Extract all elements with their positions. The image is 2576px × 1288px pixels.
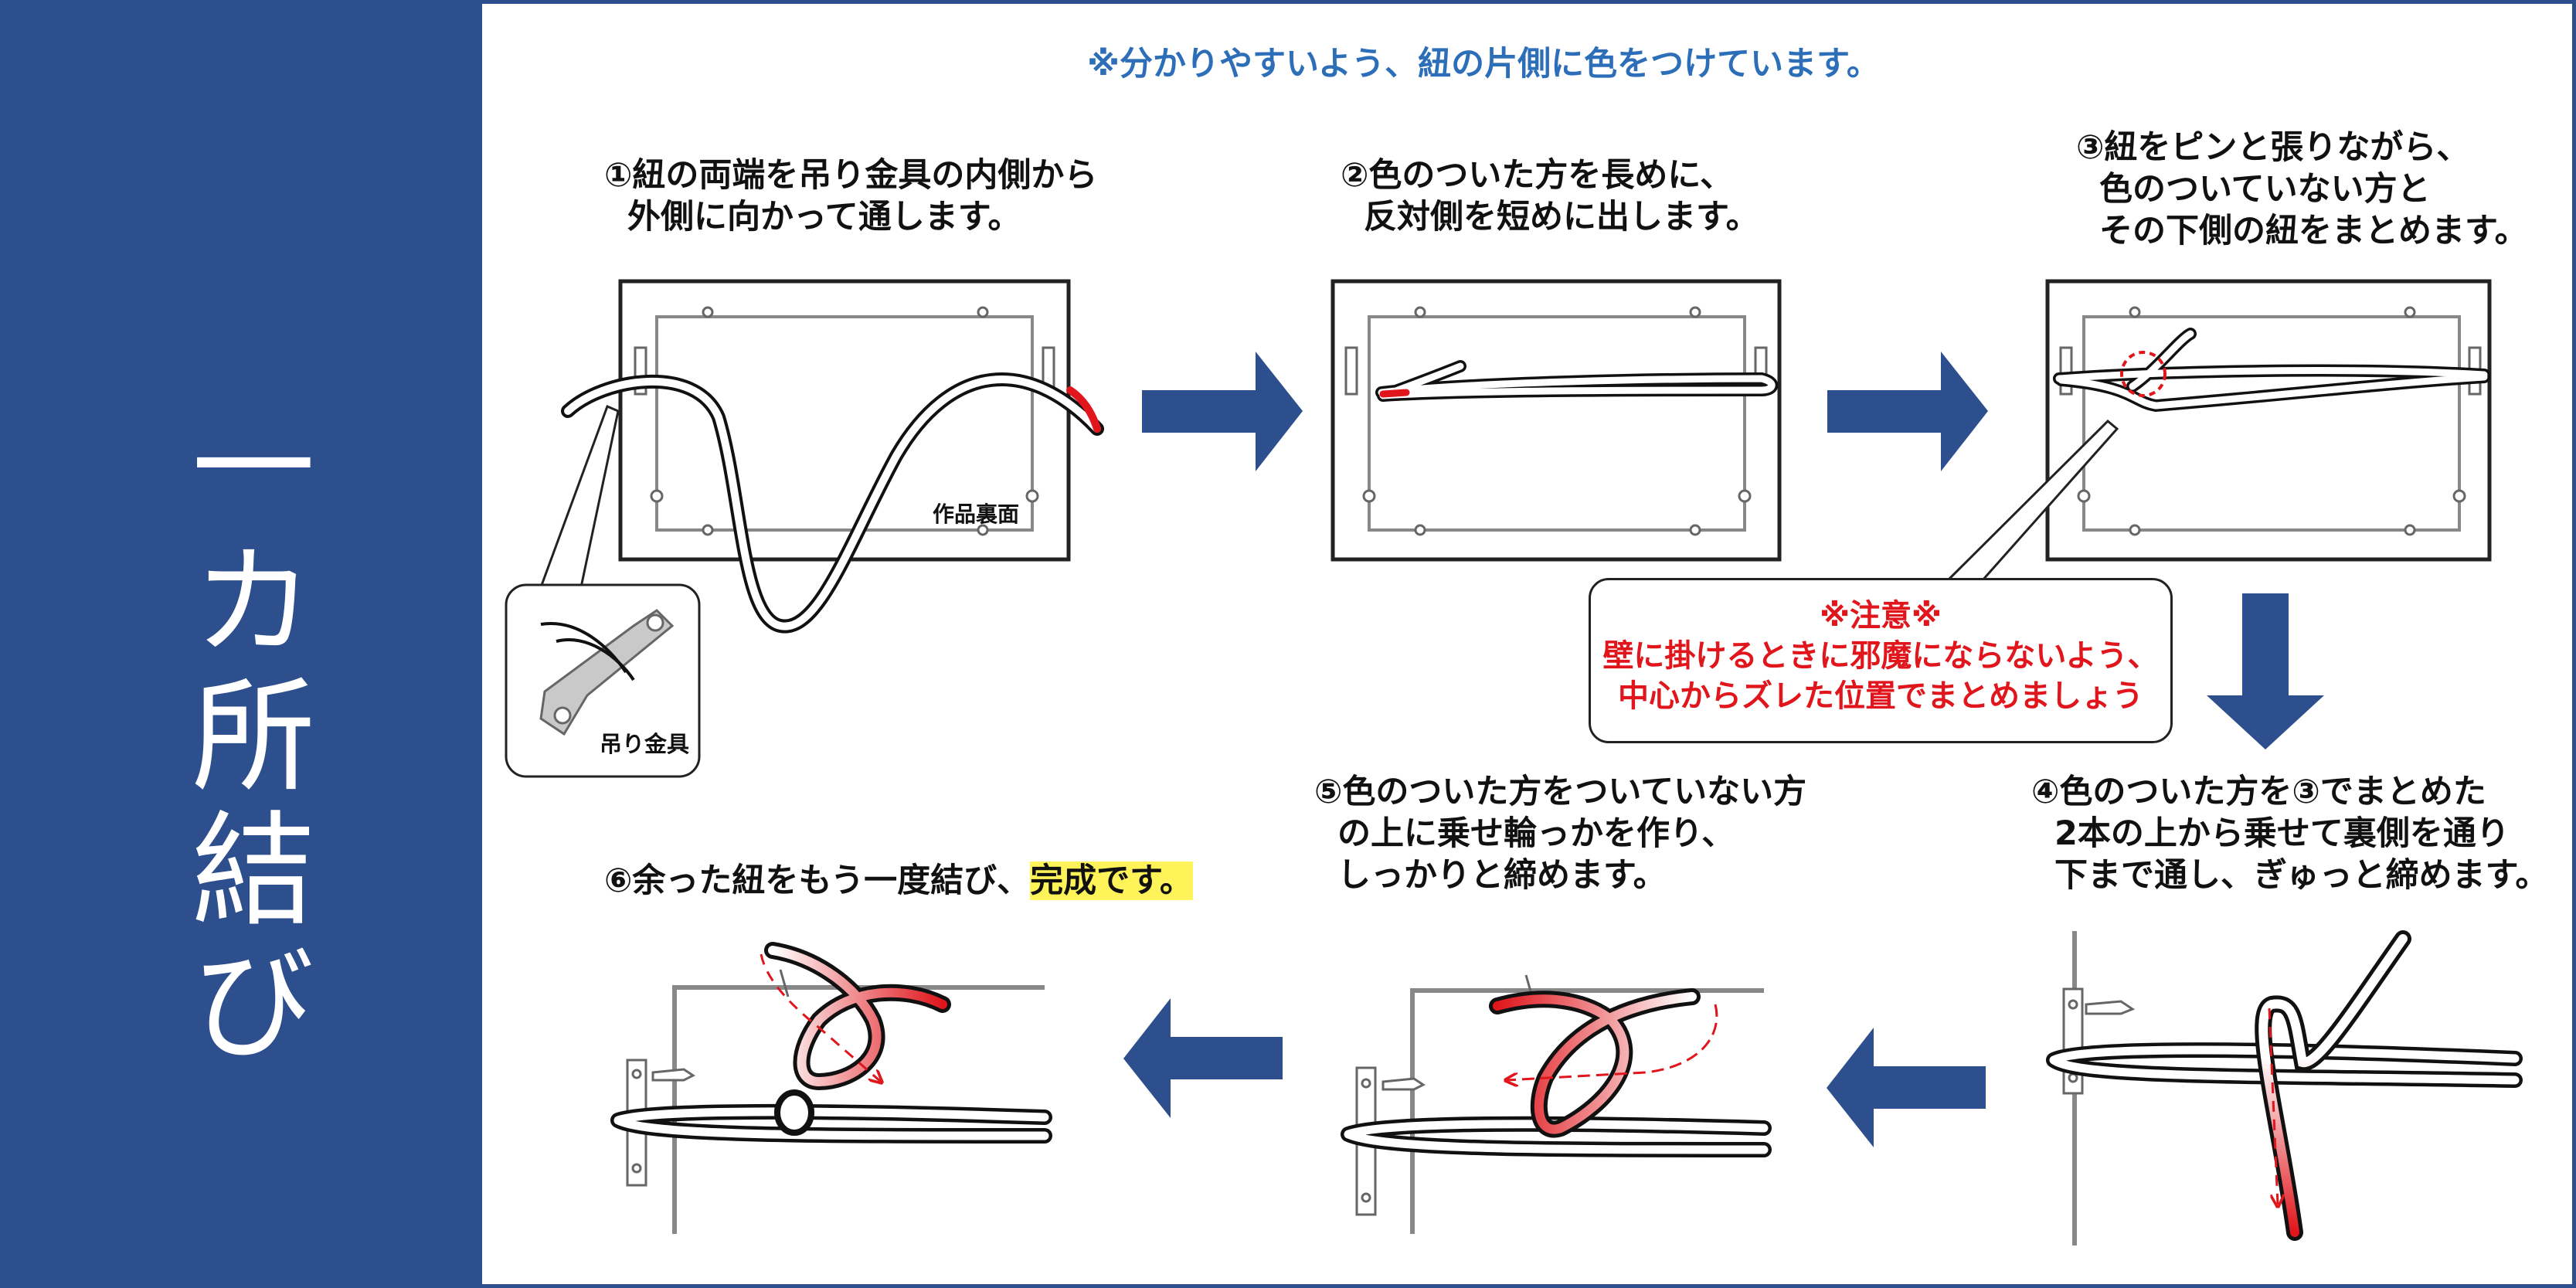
arrow-left-icon	[1827, 1028, 1986, 1147]
color-notice: ※分かりやすいよう、紐の片側に色をつけています。	[1087, 45, 1880, 83]
completion-highlight: 完成です。	[1030, 861, 1193, 900]
arrow-left-icon	[1123, 998, 1283, 1118]
warning-line2: 中心からズレた位置でまとめましょう	[1618, 678, 2143, 714]
step6-panel	[610, 942, 1052, 1234]
back-of-work-label: 作品裏面	[933, 501, 1020, 527]
hanger-icon	[634, 306, 1055, 536]
step3-text: ③紐をピンと張りながら、 色のついていない方と その下側の紐をまとめます。	[2076, 128, 2528, 250]
step1-text: ①紐の両端を吊り金具の内側から 外側に向かって通します。	[604, 156, 1098, 236]
hanger-label: 吊り金具	[600, 731, 690, 757]
step4-text: ④色のついた方を③でまとめた 2本の上から乗せて裏側を通り 下まで通し、ぎゅっと…	[2031, 773, 2549, 895]
step2-text: ②色のついた方を長めに、 反対側を短めに出します。	[1341, 156, 1759, 236]
step2-panel	[1330, 279, 1782, 562]
warning-line1: 壁に掛けるときに邪魔にならないよう、	[1602, 638, 2159, 674]
side-panel	[0, 0, 482, 1288]
arrow-right-icon	[1142, 352, 1303, 471]
content-frame	[482, 0, 2576, 1288]
step6-text: ⑥余った紐をもう一度結び、完成です。	[604, 861, 1193, 900]
step5-text: ⑤色のついた方をついていない方 の上に乗せ輪っかを作り、 しっかりと締めます。	[1314, 773, 1807, 895]
warning-box: ※注意※ 壁に掛けるときに邪魔にならないよう、 中心からズレた位置でまとめましょ…	[1589, 578, 2173, 743]
page-title: 一カ所結び	[171, 402, 315, 1074]
step5-panel	[1341, 974, 1772, 1234]
warning-heading: ※注意※	[1820, 598, 1942, 634]
step4-panel	[2046, 930, 2523, 1246]
arrow-right-icon	[1827, 352, 1988, 471]
step3-panel	[1944, 279, 2492, 583]
arrow-down-icon	[2207, 593, 2324, 749]
step1-panel	[505, 279, 1104, 778]
